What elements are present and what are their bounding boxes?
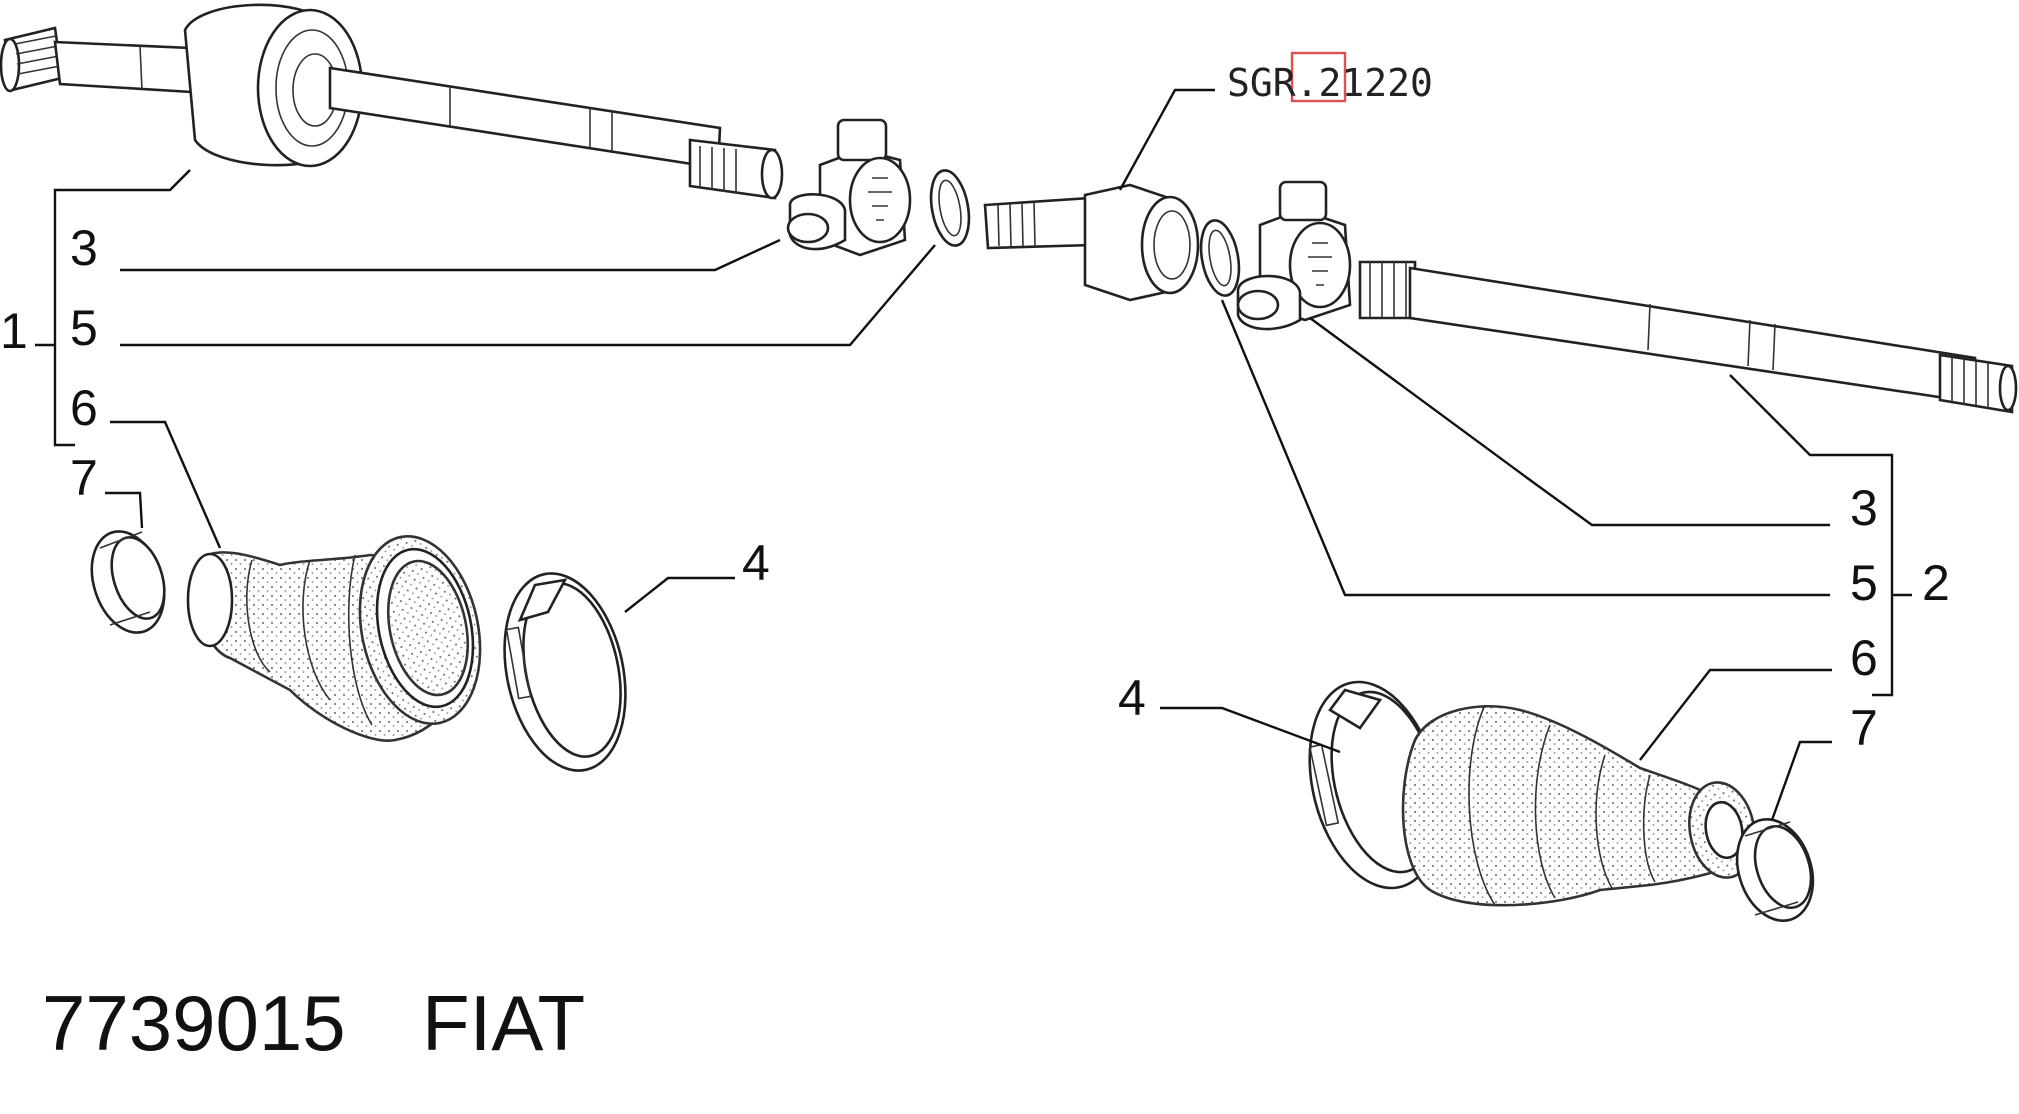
- left-boot-leader: [110, 420, 222, 549]
- left-large-clamp-leader: [624, 576, 735, 613]
- reference-code-leader: [1118, 88, 1215, 191]
- right-inner-housing: [983, 183, 1200, 302]
- left-ring-leader: [120, 244, 936, 347]
- left-drive-shaft: [0, 3, 784, 200]
- left-small-clamp: [90, 530, 166, 634]
- right-joint-leader: [1309, 317, 1830, 527]
- right-small-clamp: [1735, 818, 1815, 922]
- reference-code: SGR.21220: [1227, 51, 1433, 105]
- highlight-box: [1290, 51, 1347, 103]
- reference-code-highlighted: .21: [1296, 61, 1365, 105]
- label-right-small-clamp: 7: [1850, 700, 1878, 756]
- right-circlip-ring: [1199, 219, 1241, 297]
- right-bracket-line: [1729, 374, 1894, 697]
- label-left-assembly: 1: [0, 303, 28, 359]
- label-right-large-clamp: 4: [1118, 670, 1146, 726]
- right-tripod-joint: [1236, 180, 1352, 331]
- brand-name: FIAT: [422, 979, 585, 1067]
- right-large-clamp-leader: [1160, 706, 1341, 754]
- footer: 7739015 FIAT: [42, 979, 585, 1067]
- callout-labels: 1 3 5 6 7 4 3 5 2 6 7 4: [0, 220, 1950, 756]
- left-joint-leader: [120, 238, 781, 272]
- right-boot: [1401, 704, 1756, 907]
- left-small-clamp-leader: [105, 491, 144, 529]
- label-right-assembly: 2: [1922, 555, 1950, 611]
- label-right-joint: 3: [1850, 480, 1878, 536]
- right-boot-leader: [1639, 668, 1832, 761]
- part-number: 7739015: [42, 979, 346, 1067]
- leader-lines: [35, 88, 1912, 821]
- label-left-large-clamp: 4: [742, 535, 770, 591]
- left-large-clamp: [503, 572, 627, 772]
- reference-code-prefix: SGR: [1227, 61, 1296, 105]
- right-ring-leader: [1220, 299, 1830, 597]
- left-bracket-line: [53, 169, 191, 447]
- label-left-boot: 6: [70, 380, 98, 436]
- right-small-clamp-leader: [1770, 740, 1832, 821]
- left-boot: [186, 534, 482, 742]
- left-circlip-ring: [929, 169, 971, 247]
- reference-code-suffix: 220: [1364, 61, 1433, 105]
- label-left-ring: 5: [70, 300, 98, 356]
- label-right-boot: 6: [1850, 630, 1878, 686]
- reference-code-text: SGR.21220: [1227, 61, 1433, 105]
- left-tripod-joint: [786, 118, 912, 257]
- label-right-ring: 5: [1850, 555, 1878, 611]
- label-left-small-clamp: 7: [70, 450, 98, 506]
- right-drive-shaft: [1358, 260, 2018, 414]
- label-left-joint: 3: [70, 220, 98, 276]
